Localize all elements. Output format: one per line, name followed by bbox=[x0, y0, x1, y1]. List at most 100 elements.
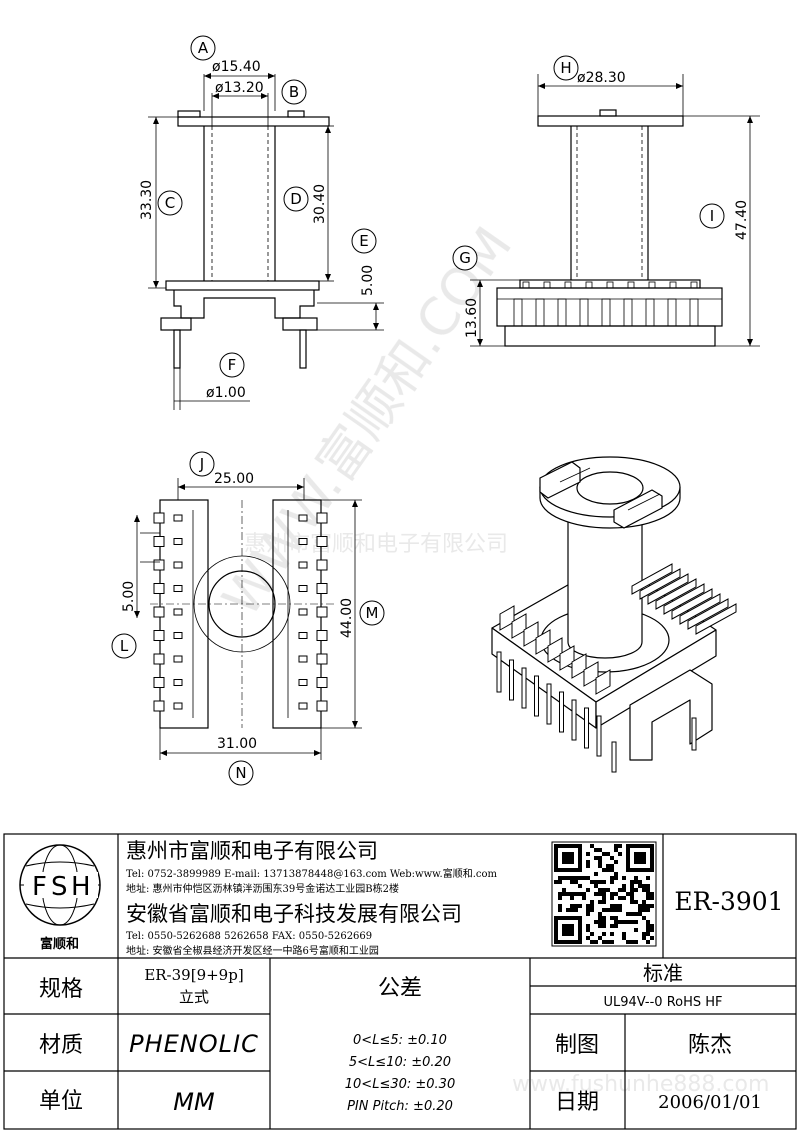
callout-b: B bbox=[289, 83, 299, 101]
part-number: ER-3901 bbox=[674, 887, 783, 916]
iso-pin bbox=[534, 675, 539, 717]
callout-g: G bbox=[459, 249, 471, 267]
iso-fin-right bbox=[631, 563, 673, 595]
side-pin-slot bbox=[557, 298, 567, 327]
front-pin-right bbox=[299, 329, 307, 369]
iso-fin-left bbox=[595, 669, 611, 695]
iso-fin-left bbox=[535, 629, 551, 655]
front-base-body bbox=[173, 290, 315, 319]
bottom-pin-hole-left bbox=[173, 632, 183, 639]
dim-a-text: ø15.40 bbox=[212, 59, 261, 75]
iso-fin-right bbox=[679, 593, 721, 625]
iso-fin-right bbox=[671, 588, 713, 620]
date-label: 日期 bbox=[555, 1090, 599, 1115]
dim-l-text: 5.00 bbox=[121, 581, 137, 612]
side-base-bottom bbox=[504, 325, 716, 347]
bottom-view bbox=[150, 499, 334, 729]
callout-e: E bbox=[359, 232, 368, 250]
callout-a-circle bbox=[190, 35, 216, 61]
watermark-company: 惠州市富顺和电子有限公司 bbox=[244, 532, 508, 557]
date-value: 2006/01/01 bbox=[658, 1092, 762, 1113]
side-pin-slot bbox=[601, 298, 611, 327]
callout-b-circle bbox=[281, 79, 307, 105]
iso-base-right bbox=[595, 629, 717, 729]
bottom-tooth-right bbox=[316, 630, 328, 641]
side-pin-slot bbox=[689, 298, 699, 327]
bottom-tooth-left bbox=[153, 559, 165, 571]
callout-f-circle bbox=[219, 352, 245, 378]
iso-pin bbox=[611, 741, 617, 773]
tolerance-4: PIN Pitch: ±0.20 bbox=[347, 1099, 453, 1114]
side-view bbox=[496, 109, 723, 347]
front-top-tab-right bbox=[287, 110, 305, 118]
bottom-tooth-right bbox=[316, 677, 328, 688]
callout-d-circle bbox=[283, 186, 309, 212]
bottom-pin-hole-right bbox=[298, 679, 308, 686]
callout-h: H bbox=[560, 59, 571, 77]
bottom-pin-hole-left bbox=[173, 514, 183, 522]
company-logo: F S H 富顺和 bbox=[19, 844, 101, 952]
iso-pin bbox=[571, 699, 577, 741]
bottom-pin-hole-left bbox=[173, 655, 183, 663]
iso-fin-right bbox=[639, 568, 681, 600]
side-pin-slot bbox=[645, 298, 655, 327]
bottom-pin-hole-right bbox=[298, 538, 308, 545]
standard-label: 标准 bbox=[643, 961, 683, 985]
iso-fin-right bbox=[663, 583, 705, 615]
bottom-pin-hole-left bbox=[173, 702, 183, 710]
company1-address: 地址: 惠州市仲恺区沥林镇泮沥围东39号金诺达工业园B栋2楼 bbox=[126, 882, 399, 895]
front-top-flange bbox=[177, 116, 330, 127]
front-base-foot-right bbox=[282, 317, 318, 331]
company1-name: 惠州市富顺和电子有限公司 bbox=[126, 839, 378, 863]
dim-i-text: 47.40 bbox=[734, 200, 750, 240]
bottom-tooth-right bbox=[316, 536, 328, 547]
iso-pin bbox=[496, 651, 502, 693]
iso-fin-left bbox=[547, 637, 563, 663]
bottom-tooth-right bbox=[316, 700, 328, 712]
qr-code bbox=[551, 841, 657, 947]
callout-h-circle bbox=[553, 55, 579, 81]
bottom-pin-hole-left bbox=[173, 561, 183, 569]
spec-value-2: 立式 bbox=[179, 988, 209, 1006]
iso-pin bbox=[546, 683, 552, 725]
iso-fin-left bbox=[571, 653, 587, 679]
side-top-flange bbox=[537, 115, 684, 127]
callout-i-circle bbox=[699, 203, 725, 229]
bottom-pin-hole-right bbox=[298, 514, 308, 522]
callout-c-circle bbox=[157, 190, 183, 216]
bottom-tooth-right bbox=[316, 583, 328, 594]
company2-name: 安徽省富顺和电子科技发展有限公司 bbox=[126, 902, 462, 926]
iso-fin-right bbox=[647, 573, 689, 605]
front-base-foot-left bbox=[160, 317, 192, 331]
logo-letter-f: F bbox=[32, 872, 47, 902]
callout-f: F bbox=[228, 356, 237, 374]
callout-a: A bbox=[198, 39, 209, 57]
iso-fin-right bbox=[655, 578, 697, 610]
side-top-slot bbox=[522, 281, 530, 289]
bottom-pin-hole-left bbox=[173, 538, 183, 545]
callout-m-circle bbox=[359, 600, 385, 626]
iso-top-bore bbox=[576, 471, 644, 505]
bottom-pin-hole-right bbox=[298, 632, 308, 639]
tolerance-3: 10<L≤30: ±0.30 bbox=[345, 1077, 455, 1092]
logo-letter-h: H bbox=[71, 872, 91, 902]
side-top-slot bbox=[585, 281, 593, 289]
side-top-slot bbox=[669, 281, 677, 289]
callout-l: L bbox=[120, 637, 129, 655]
watermark-website: www.fushunhe888.com bbox=[512, 1072, 769, 1097]
bottom-pin-hole-right bbox=[298, 608, 308, 616]
dim-n-text: 31.00 bbox=[217, 736, 257, 752]
dim-g-text: 13.60 bbox=[464, 298, 480, 338]
callout-d: D bbox=[290, 190, 302, 208]
bottom-tooth-left bbox=[153, 606, 165, 618]
dim-h-text: ø28.30 bbox=[577, 70, 626, 86]
callout-l-circle bbox=[111, 633, 137, 659]
dim-m-text: 44.00 bbox=[339, 598, 355, 638]
tolerance-1: 0<L≤5: ±0.10 bbox=[353, 1033, 447, 1048]
iso-pin bbox=[521, 667, 527, 709]
dim-e-text: 5.00 bbox=[360, 265, 376, 296]
iso-fin-left bbox=[523, 621, 539, 647]
iso-top-tab-left bbox=[539, 461, 581, 499]
bottom-pin-hole-right bbox=[298, 585, 308, 592]
